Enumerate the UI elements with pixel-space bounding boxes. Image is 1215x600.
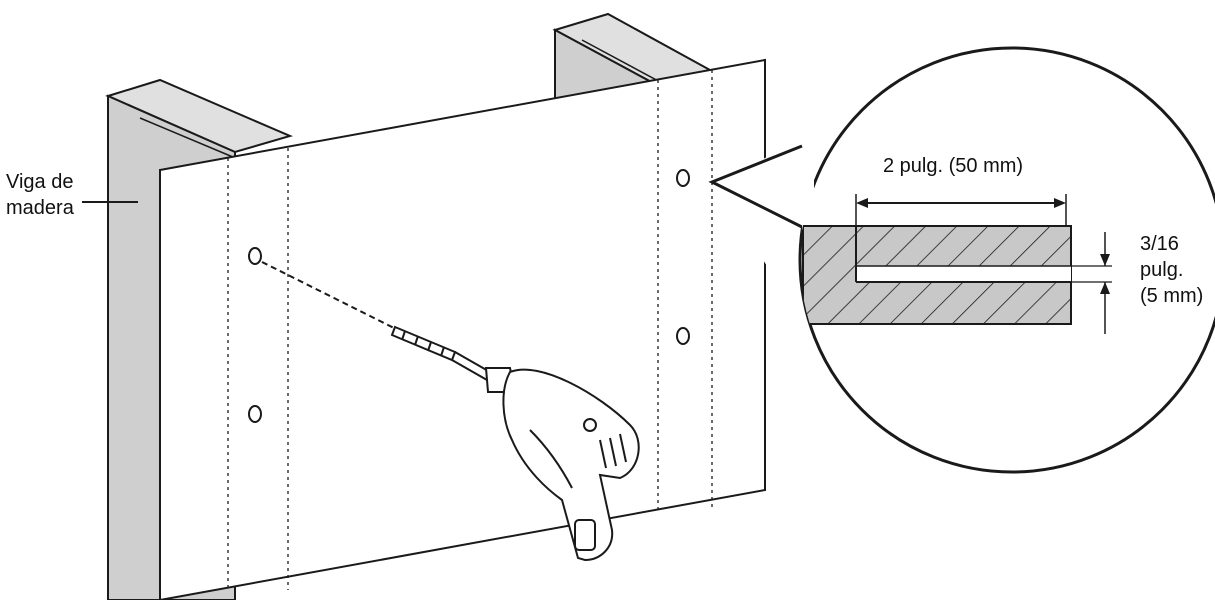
depth-label-line1: 3/16: [1140, 233, 1179, 255]
depth-label-line3: (5 mm): [1140, 285, 1203, 307]
hole-left-bottom: [248, 405, 262, 423]
drill-icon: [390, 325, 640, 562]
hole-right-top: [676, 169, 690, 187]
hole-right-bottom: [676, 327, 690, 345]
magnifier-callout: [708, 18, 1215, 474]
width-dimension-label: 2 pulg. (50 mm): [883, 155, 1023, 177]
beam-label-line1: Viga de: [6, 171, 73, 193]
depth-label-line2: pulg.: [1140, 259, 1183, 281]
drill-path: [261, 261, 399, 331]
hole-left-top: [248, 247, 262, 265]
keyhole-slot: [856, 266, 1071, 282]
screw-holes: [248, 169, 690, 423]
beam-label-line2: madera: [6, 197, 75, 219]
